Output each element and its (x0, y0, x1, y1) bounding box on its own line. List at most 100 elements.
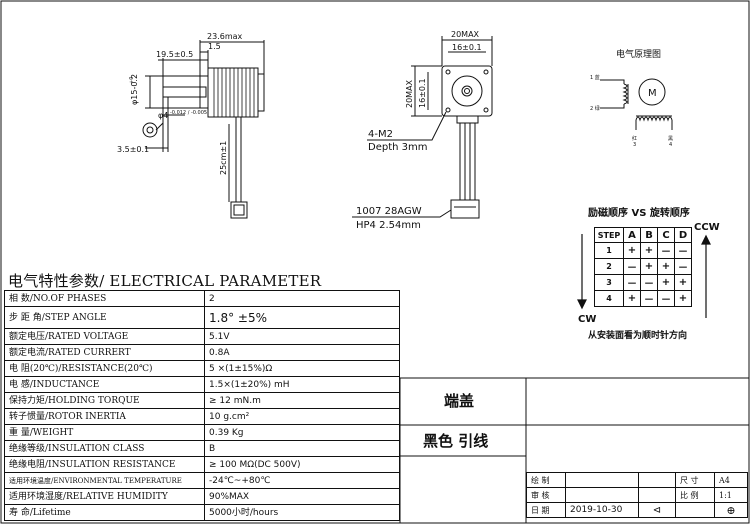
target-symbol: ⊕ (714, 502, 748, 518)
sequence-cell: － (640, 290, 658, 307)
sequence-row: 1++－－ (594, 242, 692, 259)
param-name: 重 量/WEIGHT (4, 424, 205, 441)
sequence-cell: － (657, 290, 675, 307)
param-value: 10 g.cm² (204, 408, 400, 425)
pilot (199, 75, 209, 109)
shaft (162, 86, 207, 98)
param-row: 绝缘电阻/INSULATION RESISTANCE≥ 100 MΩ(DC 50… (4, 456, 400, 473)
pin-4: 黑 (668, 136, 673, 142)
sequence-cell: + (674, 290, 692, 307)
param-value: 5.1V (204, 328, 400, 345)
check-value (565, 487, 639, 503)
dim-lead-length: 25cm±1 (219, 141, 228, 175)
size-label: 尺 寸 (675, 472, 715, 488)
sequence-cell: － (640, 274, 658, 291)
param-name: 绝缘电阻/INSULATION RESISTANCE (4, 456, 205, 473)
scale-value: 1:1 (714, 487, 748, 503)
dim-shaft-tol: -0.012 / -0.005 (170, 110, 207, 116)
param-value: -24℃~+80℃ (204, 472, 400, 489)
sequence-cell: － (623, 258, 641, 275)
body-hatching (213, 68, 255, 117)
sequence-cell: + (657, 258, 675, 275)
param-name: 相 数/NO.OF PHASES (4, 290, 205, 307)
param-name: 额定电压/RATED VOLTAGE (4, 328, 205, 345)
sequence-cell: + (674, 274, 692, 291)
title-block: 绘 制 尺 寸 A4 审 核 比 例 1:1 日 期 2019-10-30 ⊲ … (526, 472, 748, 518)
sequence-header: A (623, 227, 641, 243)
size-value: A4 (714, 472, 748, 488)
pilot-circle (451, 75, 483, 107)
schematic-title: 电气原理图 (616, 48, 661, 60)
front-view (352, 36, 493, 219)
sequence-cell: － (674, 258, 692, 275)
sequence-header: D (674, 227, 692, 243)
param-name: 适用环境湿度/RELATIVE HUMIDITY (4, 488, 205, 505)
dim-flange: 1.5 (208, 42, 221, 51)
sequence-cell: 3 (594, 274, 624, 291)
sequence-note: 从安装面看为顺时针方向 (588, 329, 687, 341)
sequence-header: B (640, 227, 658, 243)
param-name: 寿 命/Lifetime (4, 504, 205, 521)
date-value: 2019-10-30 (565, 502, 639, 518)
sequence-cell: + (623, 290, 641, 307)
sequence-cell: － (674, 242, 692, 259)
param-row: 电 阻(20℃)/RESISTANCE(20℃)5 ×(1±15%)Ω (4, 360, 400, 377)
sequence-cell: + (623, 242, 641, 259)
param-value: 1.5×(1±20%) mH (204, 376, 400, 393)
sequence-cell: + (657, 274, 675, 291)
coil-b (635, 116, 673, 122)
side-connector (230, 201, 248, 219)
param-value: 5000小时/hours (204, 504, 400, 521)
hole-note-2: Depth 3mm (368, 142, 427, 153)
side-view (142, 40, 265, 219)
sequence-row: 4+－－+ (594, 290, 692, 307)
pin-4-num: 4 (669, 142, 672, 148)
end-cap-note: 端盖 (444, 392, 475, 410)
param-name: 电 阻(20℃)/RESISTANCE(20℃) (4, 360, 205, 377)
pin-3: 红 (632, 135, 637, 142)
coil-a (622, 83, 628, 105)
dim-shaft-flat: 3.5±0.1 (117, 145, 149, 154)
param-name: 转子惯量/ROTOR INERTIA (4, 408, 205, 425)
param-value: 0.39 Kg (204, 424, 400, 441)
sequence-cell: 4 (594, 290, 624, 307)
dim-height-max: 20MAX (405, 79, 414, 108)
param-value: B (204, 440, 400, 457)
blank-a (638, 472, 676, 488)
param-value: ≥ 12 mN.m (204, 392, 400, 409)
param-name: 适用环境温度/ENVIRONMENTAL TEMPERATURE (4, 472, 205, 489)
sequence-cell: － (657, 242, 675, 259)
schematic (600, 78, 673, 130)
cw-label: CW (578, 314, 596, 325)
dim-hole-spacing-v: 16±0.1 (418, 78, 427, 108)
electrical-heading: 电气特性参数/ ELECTRICAL PARAMETER (8, 272, 322, 290)
param-value: ≥ 100 MΩ(DC 500V) (204, 456, 400, 473)
dim-total-length: 23.6max (207, 32, 243, 41)
dim-pilot-upper: +0 (129, 77, 135, 84)
pin-3-num: 3 (633, 142, 636, 148)
dim-shaft-diameter: φ4 (158, 111, 168, 120)
sequence-title: 励磁顺序 VS 旋转顺序 (588, 206, 690, 219)
motor-symbol (638, 78, 666, 106)
sequence-cell: － (623, 274, 641, 291)
param-name: 电 感/INDUCTANCE (4, 376, 205, 393)
ccw-label: CCW (694, 222, 720, 233)
sequence-header: STEP (594, 227, 624, 243)
drawn-label: 绘 制 (526, 472, 566, 488)
scale-label: 比 例 (675, 487, 715, 503)
blank-b (638, 487, 676, 503)
dim-hole-spacing-h: 16±0.1 (452, 43, 482, 52)
pin-2: 2 绿 (590, 105, 600, 112)
